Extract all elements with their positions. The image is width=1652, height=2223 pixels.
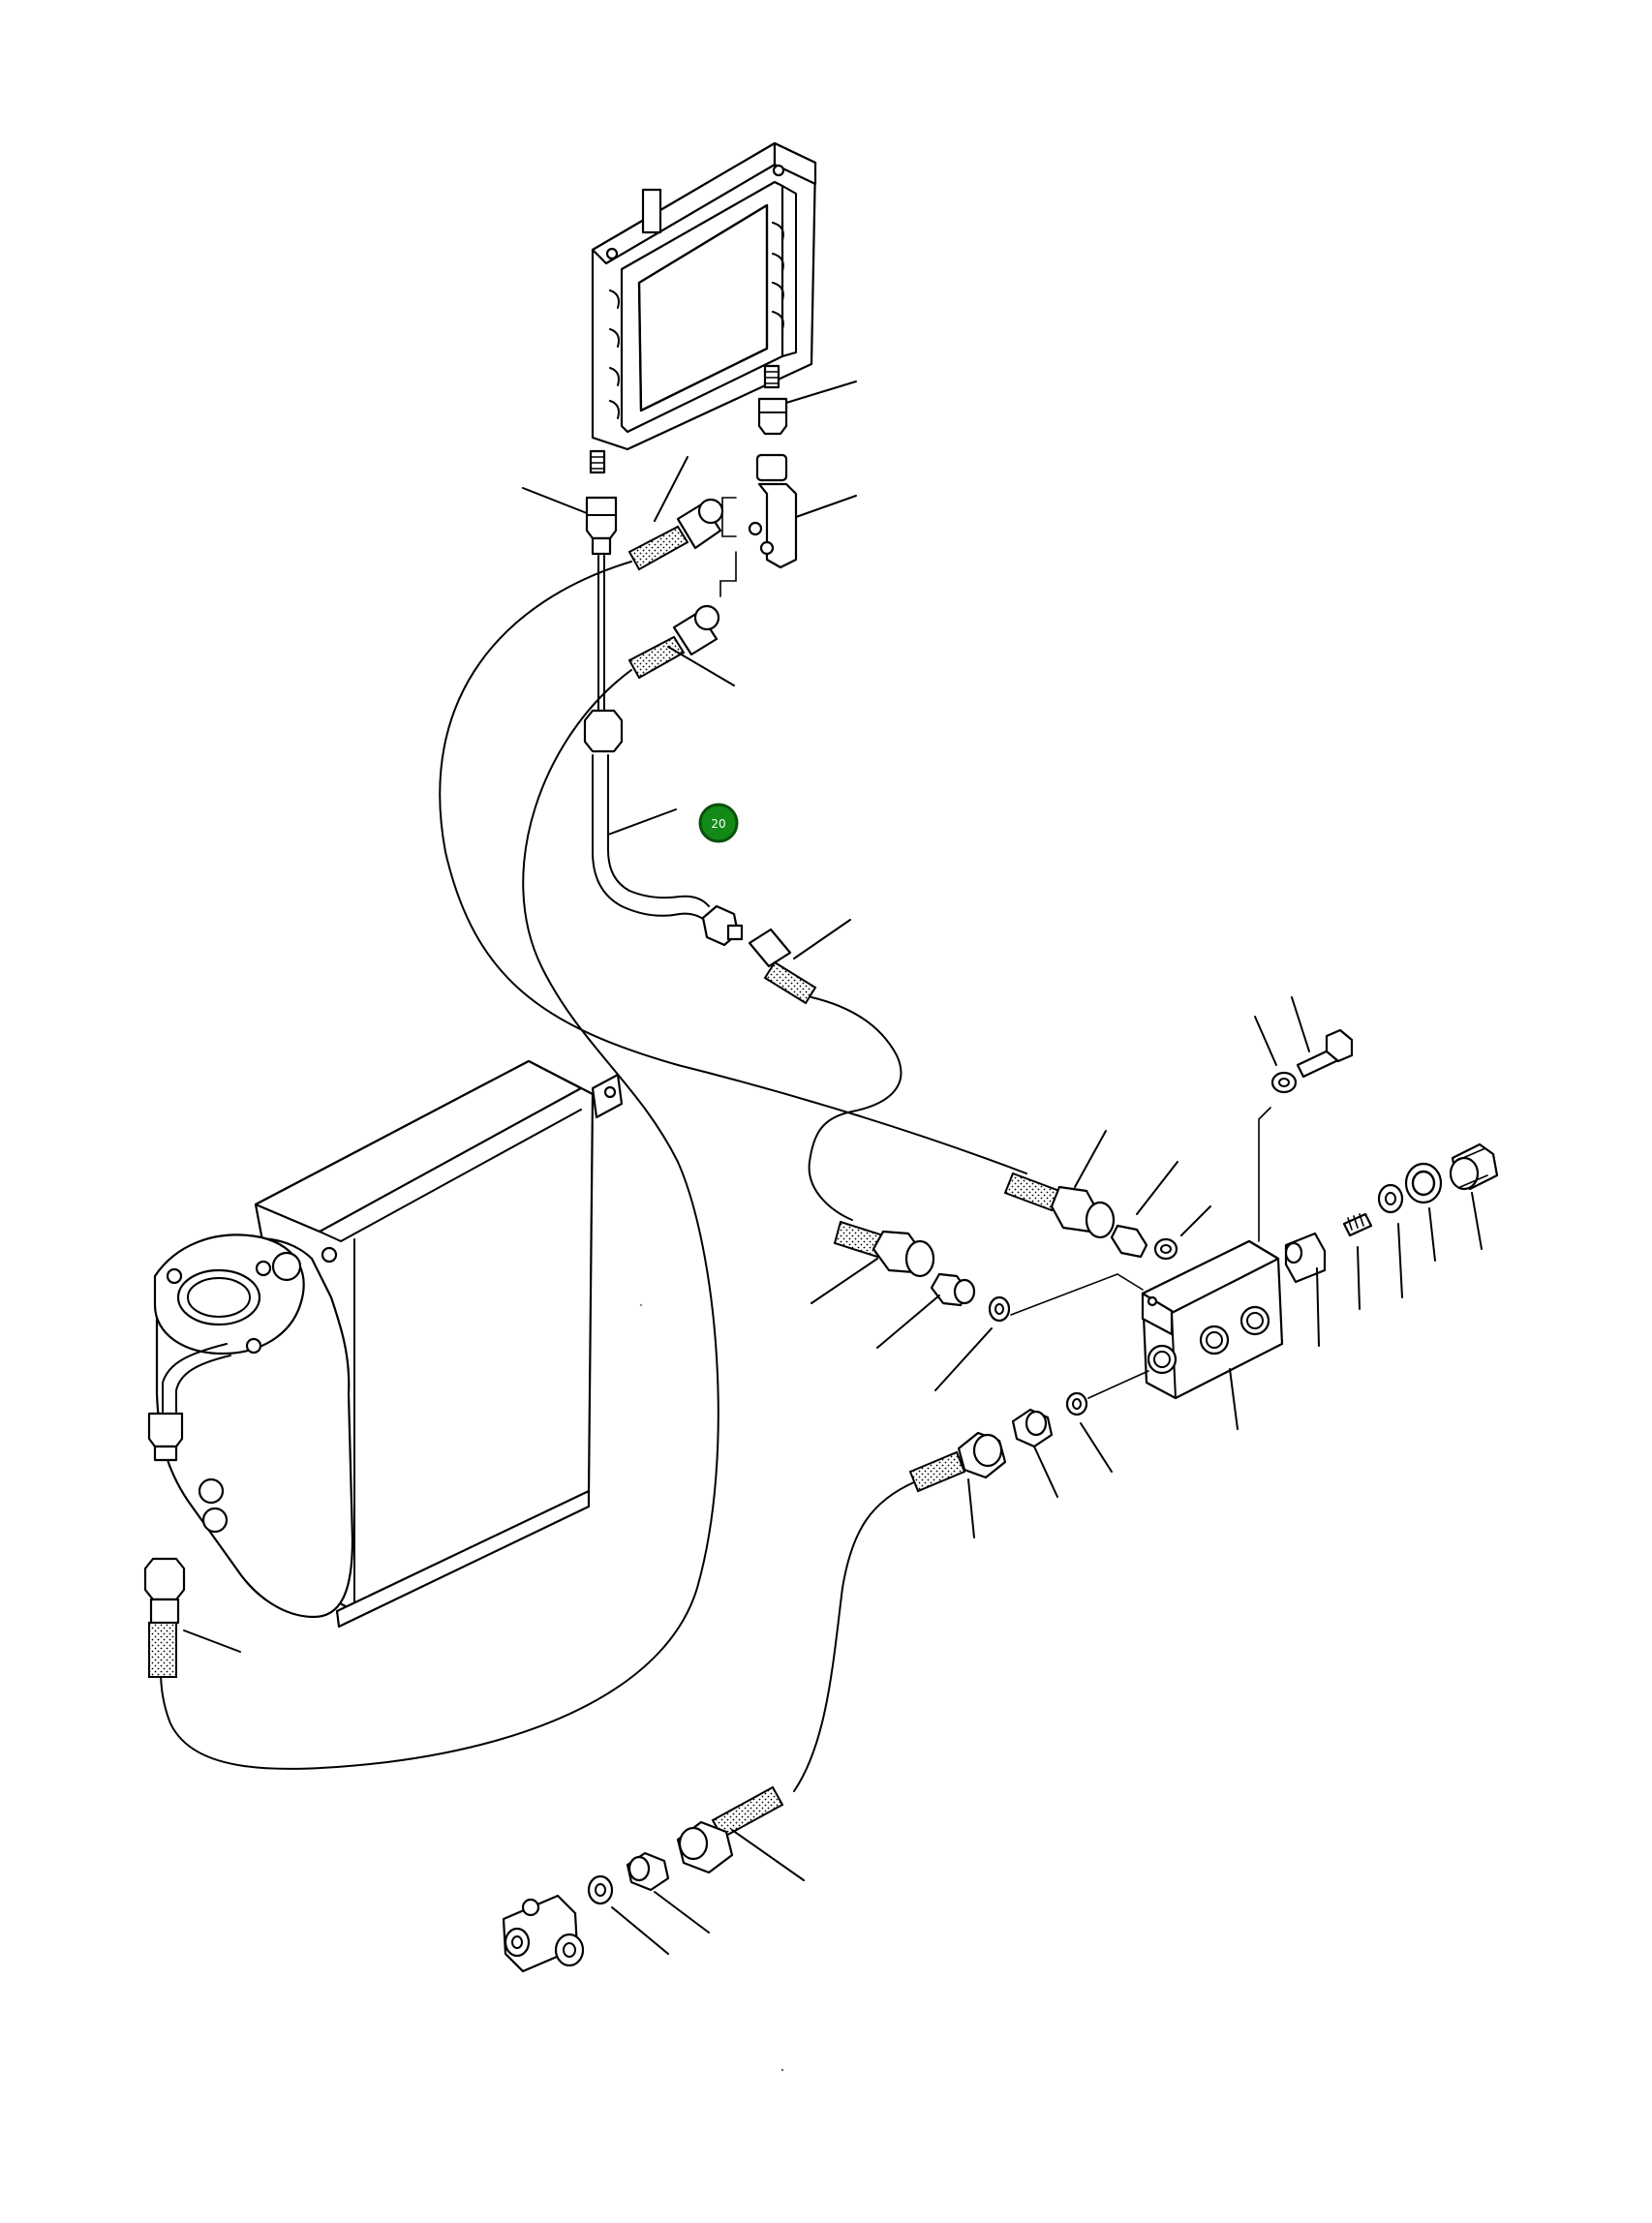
spring xyxy=(1342,1212,1373,1237)
hydraulic-tank xyxy=(147,1059,624,1629)
hose-end-block-upper xyxy=(1003,1130,1211,1261)
hotspot-label: 20 xyxy=(711,817,725,831)
cooler-outlet-nut xyxy=(757,381,857,436)
block-bolt xyxy=(1254,996,1354,1094)
hose-end-upper-1 xyxy=(627,456,724,571)
tee-adapter xyxy=(719,453,857,597)
bottom-hose-end xyxy=(676,1785,805,1881)
tank-port-top xyxy=(271,1251,302,1282)
oil-cooler xyxy=(589,141,817,474)
bottom-adapter xyxy=(626,1851,710,1934)
hose-end-middle xyxy=(748,919,851,1005)
bottom-o-ring xyxy=(587,1874,669,1955)
tank-hose-end xyxy=(143,1557,241,1678)
cooler-inlet-nut xyxy=(522,487,618,556)
relief-valve-parts xyxy=(1284,1142,1499,1347)
hotspot-marker[interactable] xyxy=(698,803,739,843)
part-hotspot-20[interactable]: 20 xyxy=(698,803,739,843)
hose-end-block-left xyxy=(811,1220,1144,1391)
cooler-mounting-bracket xyxy=(641,188,662,234)
hose-end-upper-2 xyxy=(627,604,735,686)
bottom-tee-block xyxy=(502,1894,585,1973)
hoses xyxy=(160,561,1027,1792)
tube-adapter xyxy=(701,904,744,947)
hose-end-block-lower xyxy=(908,1370,1149,1538)
rigid-tube xyxy=(583,555,710,923)
washer-small xyxy=(1377,1183,1404,1214)
manifold-block xyxy=(1141,1107,1284,1430)
